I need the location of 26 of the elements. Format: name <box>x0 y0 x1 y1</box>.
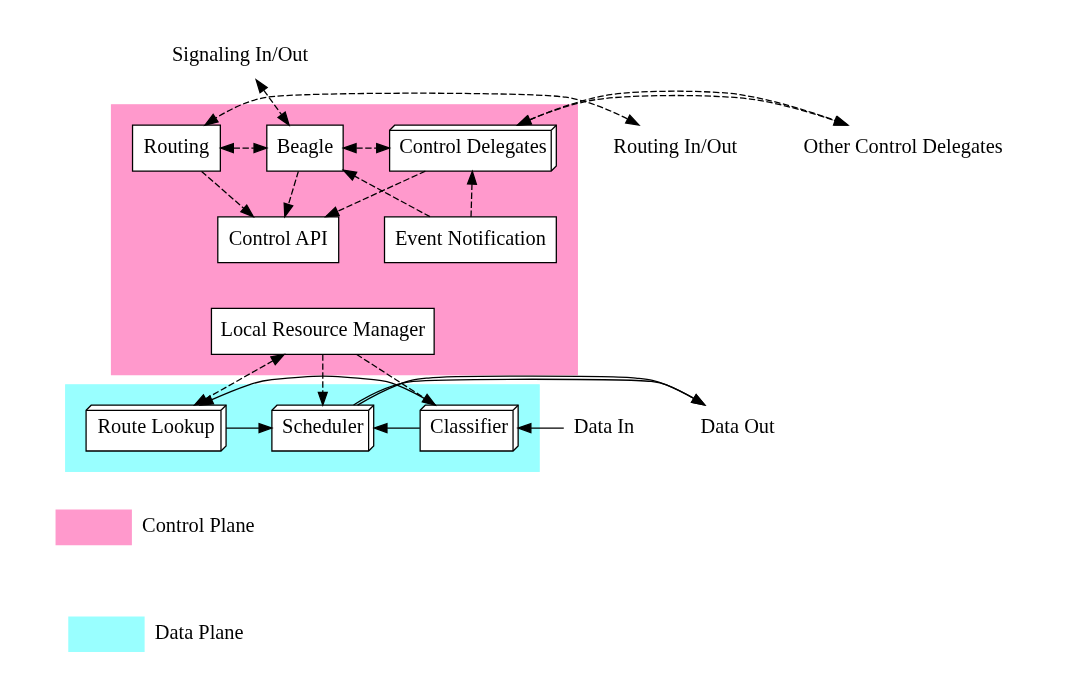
arrow <box>317 353 329 407</box>
node-box: Beagle <box>266 124 344 172</box>
cluster <box>65 384 540 472</box>
arrow <box>324 170 426 218</box>
arrow <box>341 142 392 154</box>
arrow <box>225 422 274 434</box>
arrow <box>372 422 421 434</box>
arrow <box>200 170 255 218</box>
arrow <box>341 169 431 218</box>
arrow <box>466 169 478 218</box>
arrow <box>255 78 291 127</box>
node-box: Event Notification <box>383 216 557 264</box>
arrow <box>283 170 299 219</box>
node-text: Data In <box>573 414 635 437</box>
node-text: Data Out <box>700 414 775 437</box>
node-box: Routing <box>131 124 221 172</box>
node-box: Local Resource Manager <box>210 307 435 355</box>
node-text: Signaling In/Out <box>171 43 309 66</box>
node-box: Control API <box>217 216 340 264</box>
legend-label: Data Plane <box>154 621 244 644</box>
legend-label: Control Plane <box>142 514 255 537</box>
node-text: Other Control Delegates <box>803 134 1003 157</box>
arrow <box>218 142 269 154</box>
arrow <box>516 422 565 434</box>
cluster <box>110 104 578 376</box>
node-text: Routing In/Out <box>613 134 738 157</box>
